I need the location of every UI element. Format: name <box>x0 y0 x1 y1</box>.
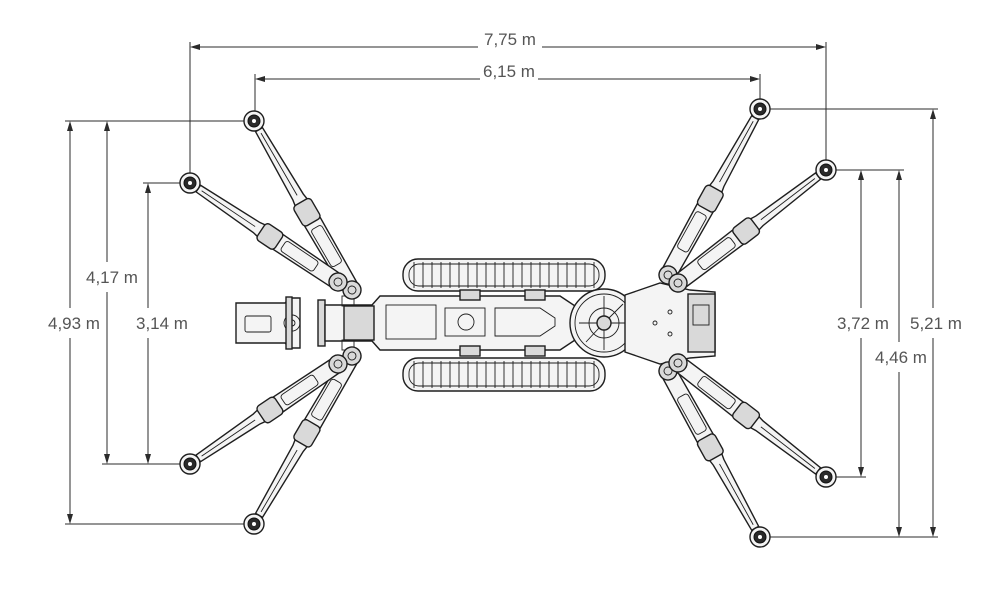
lower-track <box>402 357 606 392</box>
leg-rear-lower-inner <box>179 354 348 475</box>
dim-overall-width <box>189 42 827 182</box>
label-right-mid-height: 4,46 m <box>875 348 927 367</box>
leg-front-upper-outer <box>658 98 771 285</box>
label-overall-width: 7,75 m <box>484 30 536 49</box>
upper-track <box>402 258 606 292</box>
leg-rear-lower-outer <box>243 346 362 535</box>
leg-front-upper-inner <box>668 159 837 293</box>
label-left-outer-height: 4,93 m <box>48 314 100 333</box>
label-inner-width: 6,15 m <box>483 62 535 81</box>
leg-rear-upper-outer <box>243 110 362 300</box>
front-frame <box>624 282 716 365</box>
dim-inner-width <box>254 74 761 112</box>
dimension-labels: 7,75 m 6,15 m 4,93 m 4,17 m 3,14 m 3,72 … <box>48 30 962 367</box>
leg-front-lower-inner <box>668 353 837 488</box>
dim-right-inner-height <box>832 169 866 478</box>
label-left-mid-height: 4,17 m <box>86 268 138 287</box>
dim-right-outer-height <box>766 108 938 538</box>
rear-plate <box>235 296 326 350</box>
outrigger-legs <box>179 98 837 548</box>
dim-left-inner-height <box>143 182 186 465</box>
dim-right-mid-height <box>766 169 904 538</box>
dim-left-mid-height <box>102 120 185 465</box>
label-right-outer-height: 5,21 m <box>910 314 962 333</box>
machine-top-view <box>179 98 837 548</box>
label-right-inner-height: 3,72 m <box>837 314 889 333</box>
dimension-lines <box>65 42 938 538</box>
dim-left-outer-height <box>65 120 250 525</box>
chassis <box>324 289 641 357</box>
leg-rear-upper-inner <box>179 172 348 292</box>
label-left-inner-height: 3,14 m <box>136 314 188 333</box>
